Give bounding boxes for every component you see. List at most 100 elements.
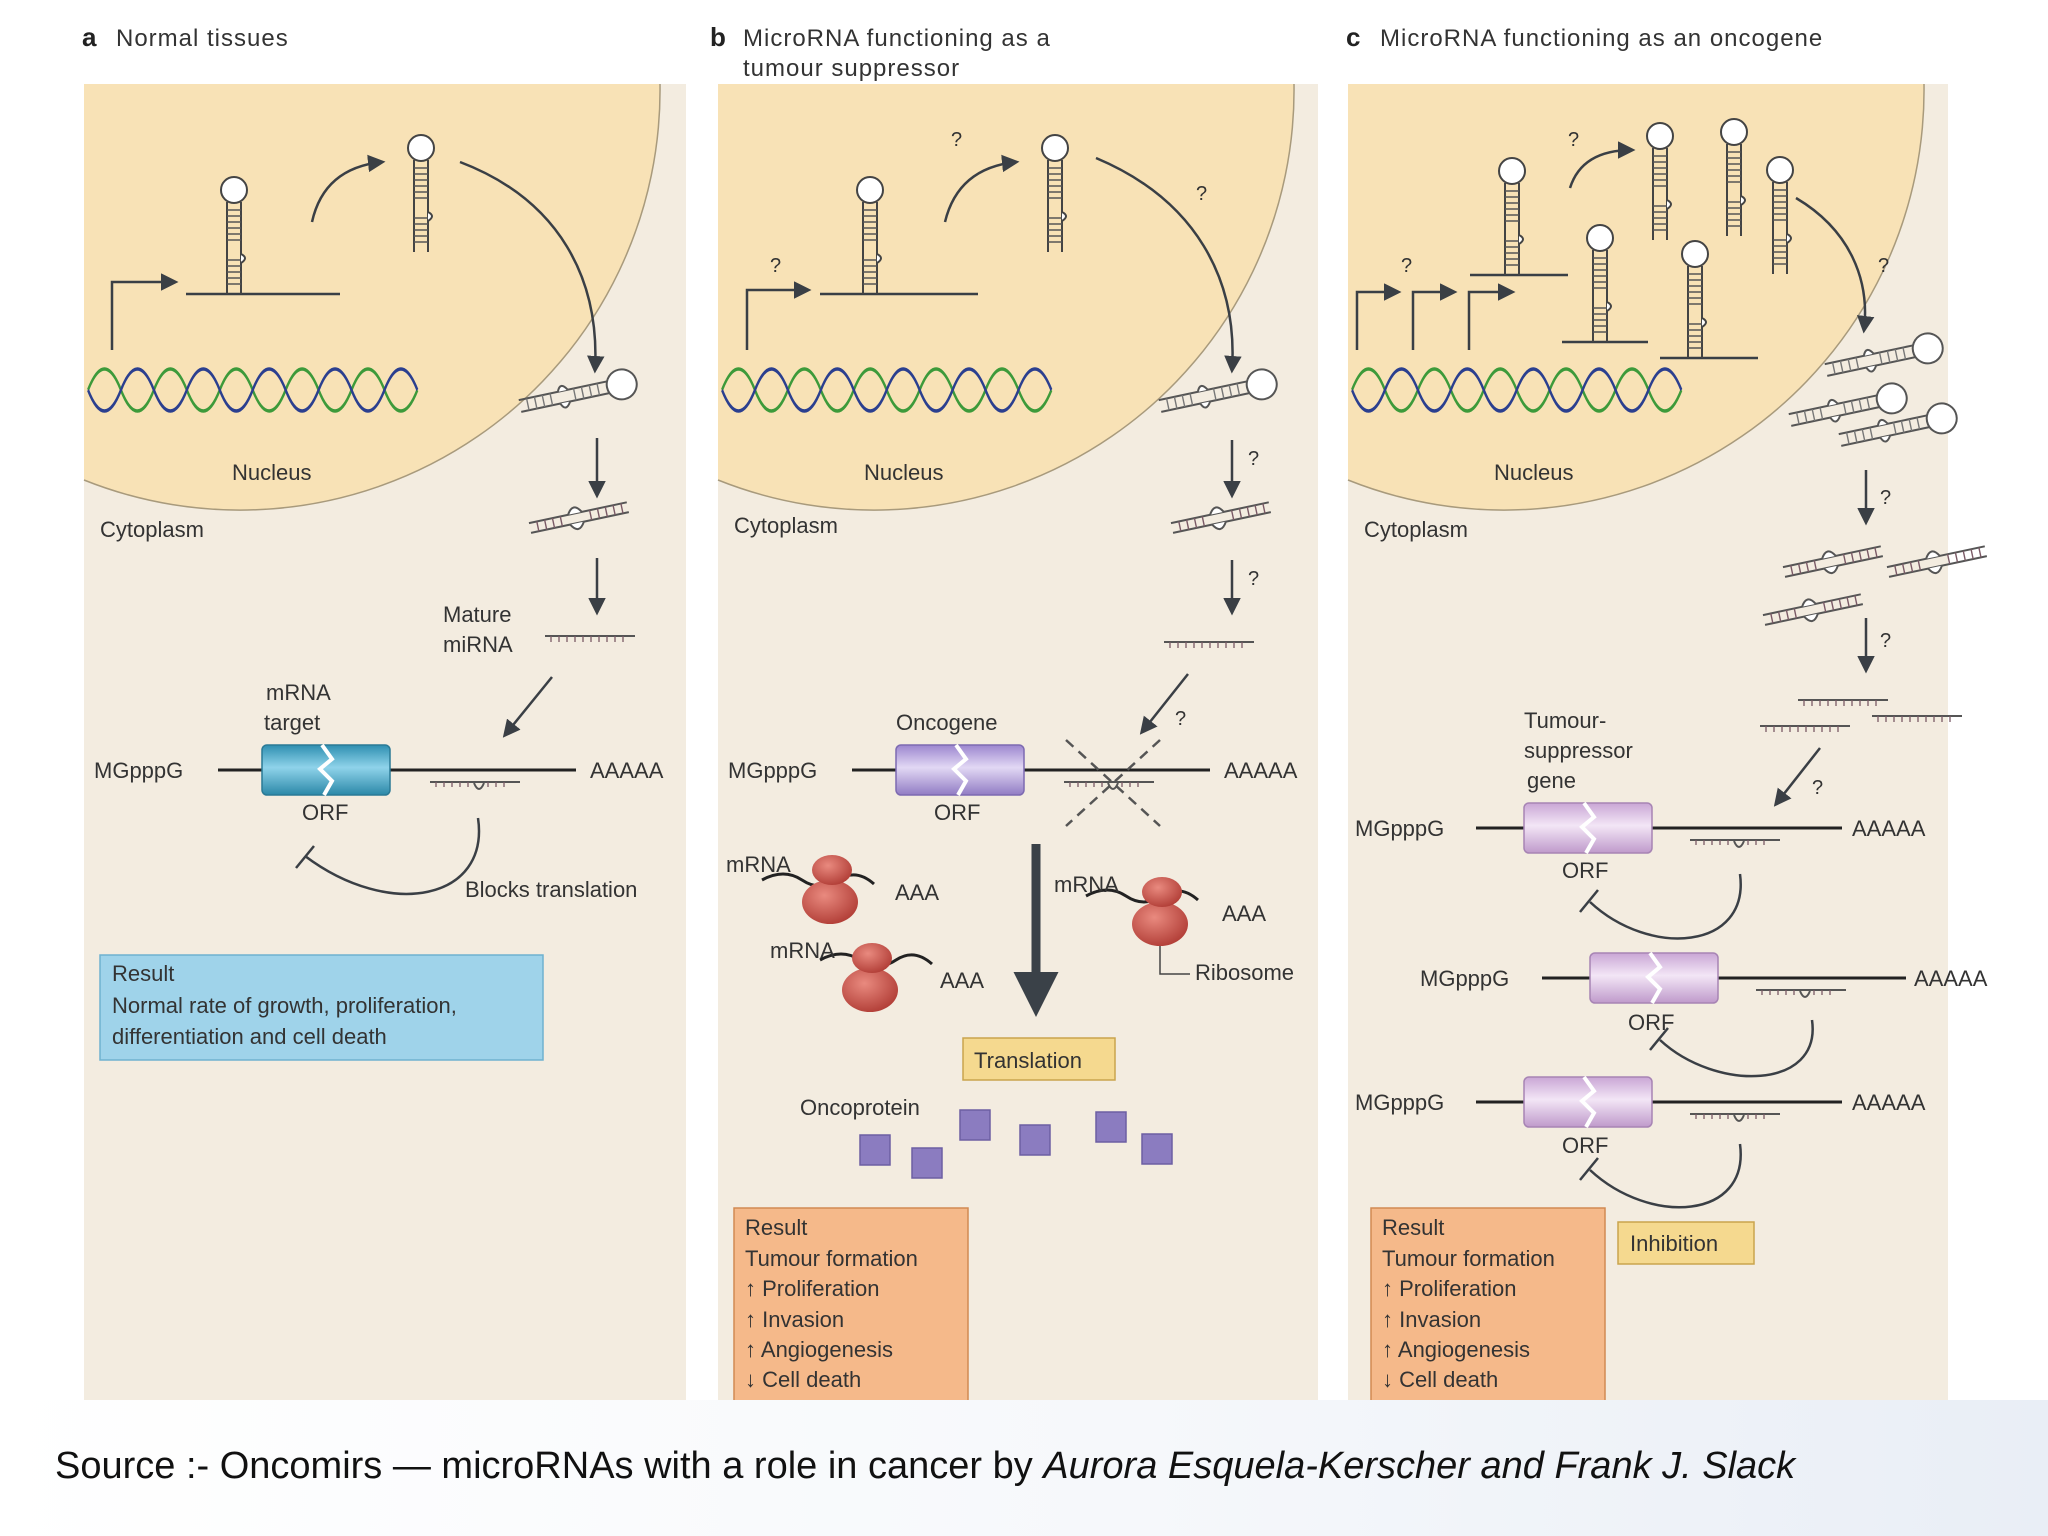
ribosome-3-b [1085, 877, 1199, 946]
tail-label-a: AAAAA [590, 758, 664, 783]
orf-break-b [951, 743, 969, 796]
orf-break-3-c [1579, 1075, 1597, 1128]
orf-break-2-c [1645, 951, 1663, 1004]
panel-a-title: Normal tissues [116, 25, 289, 52]
q2-b: ? [951, 129, 962, 151]
cap-label-3-c: MGpppG [1355, 1090, 1444, 1115]
result-head-c: Result [1382, 1215, 1444, 1240]
nuclear-envelope-b [717, 83, 1295, 511]
tail-label-1-c: AAAAA [1852, 816, 1926, 841]
nuclear-envelope-a [83, 83, 661, 511]
result-line-1-a: Normal rate of growth, proliferation, [112, 993, 457, 1018]
panel-c: c MicroRNA functioning as an oncogene ? … [1346, 22, 1990, 1404]
q2-c: ? [1568, 129, 1579, 151]
processing-arrow-c [1568, 141, 1636, 189]
cap-label-b: MGpppG [728, 758, 817, 783]
result-line-1-c: Tumour formation [1382, 1246, 1555, 1271]
result-box-c [1370, 1207, 1606, 1403]
mature-label-2-a: miRNA [443, 632, 513, 657]
result-box-a [99, 954, 544, 1061]
blocks-label-a: Blocks translation [465, 877, 637, 902]
nucleus-label-a: Nucleus [232, 460, 311, 485]
orf-label-a: ORF [302, 800, 348, 825]
q3-c: ? [1878, 255, 1889, 277]
oncoproteins-b [859, 1109, 1173, 1179]
panel-b-letter: b [710, 22, 726, 52]
ribosome-1-b [761, 855, 875, 924]
ts-label-2-c: suppressor [1524, 738, 1633, 763]
result-head-a: Result [112, 961, 174, 986]
q4-b: ? [1248, 448, 1259, 470]
inhibition-bar-1-c [1579, 889, 1599, 913]
inhibition-box-c [1617, 1221, 1755, 1265]
inhibition-arc-1-c [1589, 873, 1742, 940]
result-line-4-b: ↑ Angiogenesis [745, 1337, 893, 1362]
translation-label-b: Translation [974, 1048, 1082, 1073]
mrna-label-3-b: mRNA [1054, 872, 1119, 897]
ts-label-1-c: Tumour- [1524, 708, 1606, 733]
promoter-arrow-b [745, 281, 812, 350]
cytoplasm-label-b: Cytoplasm [734, 513, 838, 538]
binding-arrow-b [1139, 673, 1189, 735]
tail-label-2-c: AAAAA [1914, 966, 1988, 991]
cross-line-2-b [1065, 739, 1161, 827]
q1-c: ? [1401, 255, 1412, 277]
ribosome-pointer-b [1159, 946, 1190, 975]
export-arrow-a [459, 160, 605, 374]
result-line-4-c: ↑ Angiogenesis [1382, 1337, 1530, 1362]
result-line-2-b: ↑ Proliferation [745, 1276, 880, 1301]
binding-arrow-a [502, 676, 553, 738]
panel-b: b MicroRNA functioning as a tumour suppr… [710, 22, 1318, 1404]
panel-c-letter: c [1346, 22, 1360, 52]
processing-arrow-a [310, 154, 386, 223]
export-arrow-c [1795, 196, 1875, 334]
tail-label-3-c: AAAAA [1852, 1090, 1926, 1115]
result-line-2-a: differentiation and cell death [112, 1024, 387, 1049]
aaa-label-2-b: AAA [940, 968, 984, 993]
mature-label-1-a: Mature [443, 602, 511, 627]
mrna-label-2-a: target [264, 710, 320, 735]
q6-c: ? [1812, 777, 1823, 799]
panel-a-letter: a [82, 22, 97, 52]
mrna-label-2-b: mRNA [770, 938, 835, 963]
q5-c: ? [1880, 630, 1891, 652]
nucleus-label-b: Nucleus [864, 460, 943, 485]
orf-label-b: ORF [934, 800, 980, 825]
nucleus-label-c: Nucleus [1494, 460, 1573, 485]
q3-b: ? [1196, 183, 1207, 205]
panel-c-title: MicroRNA functioning as an oncogene [1380, 25, 1823, 52]
ribosome-2-b [819, 943, 933, 1012]
panel-b-title-1: MicroRNA functioning as a [743, 25, 1051, 52]
result-head-b: Result [745, 1215, 807, 1240]
cap-label-a: MGpppG [94, 758, 183, 783]
panel-b-title-2: tumour suppressor [743, 55, 960, 82]
result-box-b [733, 1207, 969, 1403]
nuclear-envelope-c [1347, 83, 1925, 511]
cross-line-1-b [1065, 739, 1161, 827]
translation-box-b [962, 1037, 1116, 1081]
ribosome-label-b: Ribosome [1195, 960, 1294, 985]
caption-authors: Aurora Esquela-Kerscher and Frank J. Sla… [1043, 1445, 1796, 1487]
cytoplasm-label-c: Cytoplasm [1364, 517, 1468, 542]
aaa-label-1-b: AAA [895, 880, 939, 905]
inhibition-arc-a [304, 817, 481, 896]
orf-label-1-c: ORF [1562, 858, 1608, 883]
export-arrow-b [1095, 156, 1242, 374]
oncogene-label-b: Oncogene [896, 710, 998, 735]
result-line-1-b: Tumour formation [745, 1246, 918, 1271]
cap-label-2-c: MGpppG [1420, 966, 1509, 991]
cap-label-1-c: MGpppG [1355, 816, 1444, 841]
result-line-3-b: ↑ Invasion [745, 1307, 844, 1332]
result-line-2-c: ↑ Proliferation [1382, 1276, 1517, 1301]
inhibition-bar-a [295, 845, 315, 869]
source-caption: Source :- Oncomirs — microRNAs with a ro… [55, 1445, 1795, 1488]
caption-background [0, 1400, 2048, 1536]
q5-b: ? [1248, 568, 1259, 590]
result-line-5-c: ↓ Cell death [1382, 1367, 1498, 1392]
cytoplasm-label-a: Cytoplasm [100, 517, 204, 542]
orf-break-1-c [1579, 801, 1597, 854]
inhibition-arc-3-c [1589, 1143, 1742, 1209]
promoter-arrow-1-c [1355, 283, 1402, 350]
aaa-label-3-b: AAA [1222, 901, 1266, 926]
